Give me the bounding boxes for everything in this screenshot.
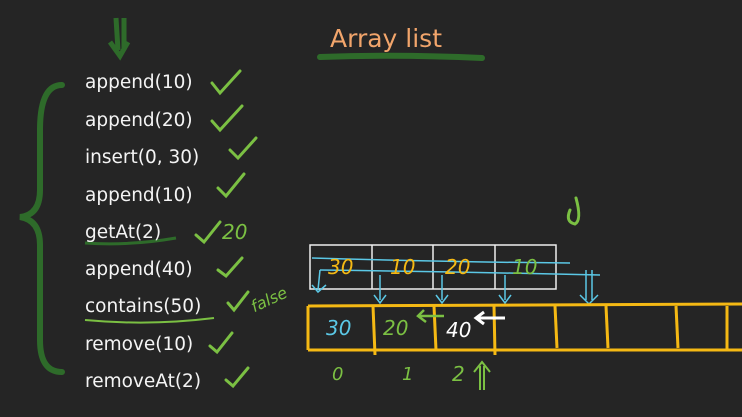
getat-result: 20: [222, 220, 248, 244]
operation-item: removeAt(2): [85, 371, 202, 392]
operation-item: append(40): [85, 259, 193, 280]
new-cell: 30: [326, 316, 352, 340]
old-array: [309, 244, 557, 290]
contains-underline: [84, 317, 215, 324]
shift-arrow-icon: [473, 310, 505, 326]
new-cell: 20: [383, 316, 409, 340]
down-arrow-icon: [107, 17, 131, 61]
up-arrow-icon: [473, 360, 491, 390]
old-cell: 10: [512, 255, 538, 279]
operation-item: remove(10): [85, 334, 194, 355]
operation-item: append(10): [85, 72, 193, 93]
index-label: 0: [332, 364, 344, 385]
old-cell: 20: [445, 255, 471, 279]
title-underline: [317, 52, 485, 61]
new-array: [306, 302, 742, 356]
operation-item: insert(0, 30): [85, 147, 200, 168]
brace: [19, 82, 65, 375]
index-label: 2: [452, 362, 465, 386]
getat-underline: [84, 236, 177, 246]
operation-item: contains(50): [85, 296, 202, 317]
check-icons: [194, 69, 581, 389]
new-cell: 40: [446, 318, 472, 342]
page-title: Array list: [330, 24, 442, 53]
operation-item: getAt(2): [85, 222, 162, 243]
index-label: 1: [402, 364, 414, 385]
operation-item: append(10): [85, 185, 193, 206]
operation-item: append(20): [85, 110, 193, 131]
old-cell: 30: [328, 255, 354, 279]
old-cell: 10: [390, 255, 416, 279]
strike-lines: [311, 257, 601, 306]
shift-arrow-icon: [416, 309, 444, 323]
